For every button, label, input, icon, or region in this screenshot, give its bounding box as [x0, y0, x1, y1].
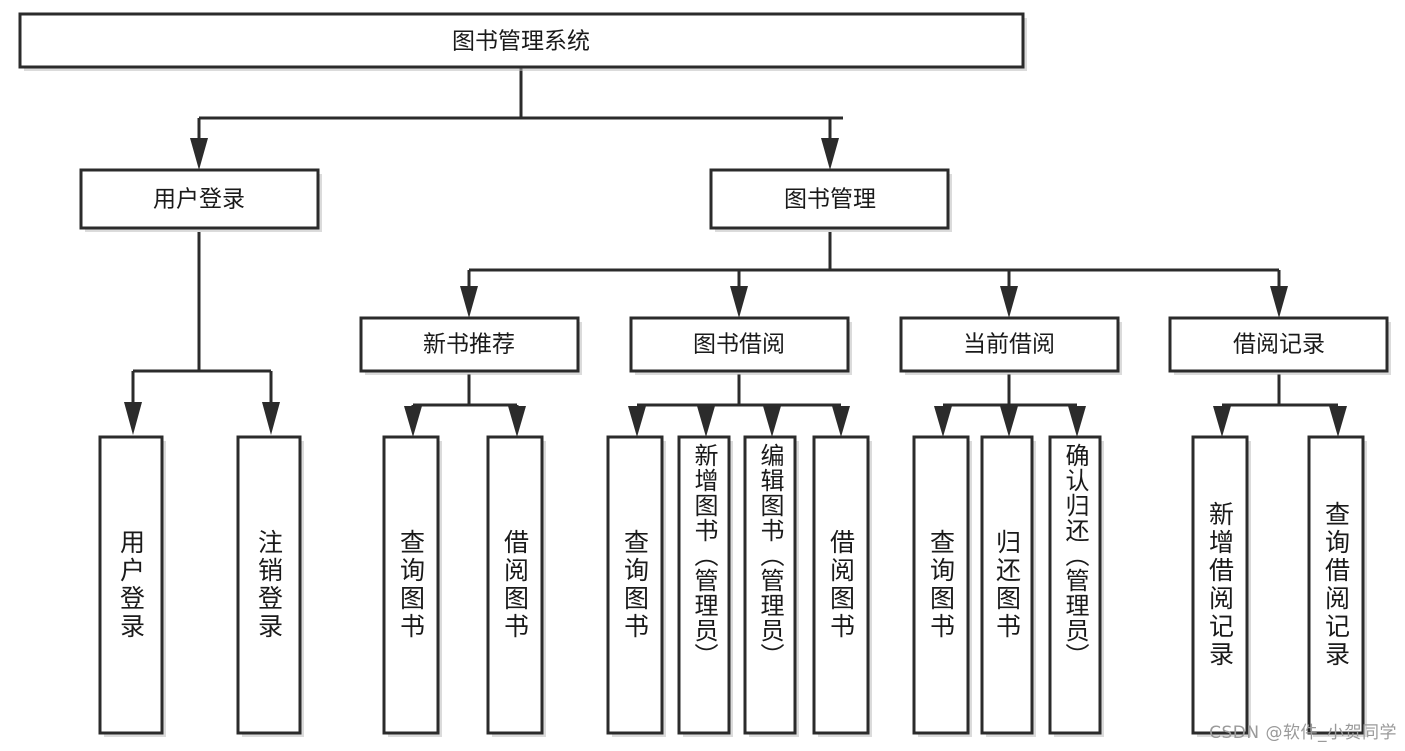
node-leaf-query-record-box[interactable] — [1307, 435, 1365, 735]
node-leaf-logout-box[interactable] — [236, 435, 302, 735]
node-book-borrow-label: 图书借阅 — [693, 332, 785, 358]
arrowhead-leaf-query-book-3 — [934, 406, 952, 437]
node-current-borrow-box[interactable] — [899, 316, 1120, 373]
arrowhead-leaf-query-record — [1329, 406, 1347, 437]
node-leaf-edit-book-box[interactable] — [743, 435, 797, 735]
node-book-manage-label: 图书管理 — [784, 187, 876, 213]
node-borrow-record-label: 借阅记录 — [1233, 332, 1325, 358]
arrowhead-leaf-confirm-return — [1068, 406, 1086, 437]
node-user-login-box[interactable] — [79, 168, 320, 230]
node-borrow-record-box[interactable] — [1168, 316, 1389, 373]
csdn-watermark: CSDN @软件_小贺同学 — [1209, 723, 1397, 743]
arrowhead-leaf-edit-book — [763, 406, 781, 437]
node-new-book-rec-label: 新书推荐 — [423, 332, 515, 358]
node-new-book-rec-box[interactable] — [359, 316, 580, 373]
node-leaf-add-record-box[interactable] — [1191, 435, 1249, 735]
node-leaf-borrow-book-2-box[interactable] — [812, 435, 870, 735]
arrowhead-book-manage — [821, 138, 839, 170]
arrowhead-leaf-add-record — [1213, 406, 1231, 437]
node-root-box[interactable] — [18, 12, 1025, 69]
node-root-label: 图书管理系统 — [452, 29, 590, 55]
node-leaf-user-login-box[interactable] — [98, 435, 164, 735]
node-leaf-return-book-box[interactable] — [980, 435, 1034, 735]
node-leaf-query-book-2-box[interactable] — [606, 435, 664, 735]
node-layer: 图书管理系统 用户登录 图书管理 新书推荐 图书借阅 当前借阅 借阅记录 — [18, 12, 1391, 737]
node-leaf-query-book-1-box[interactable] — [382, 435, 440, 735]
arrowhead-leaf-user-login — [124, 402, 142, 435]
arrowhead-user-login — [190, 138, 208, 170]
arrowhead-leaf-borrow-book-1 — [508, 406, 526, 437]
arrowhead-new-book-rec — [460, 286, 478, 318]
node-leaf-add-book-box[interactable] — [677, 435, 731, 735]
arrowhead-leaf-logout — [262, 402, 280, 435]
arrowhead-leaf-return-book — [1000, 406, 1018, 437]
arrowhead-current-borrow — [1000, 286, 1018, 318]
arrowhead-borrow-record — [1270, 286, 1288, 318]
arrowhead-leaf-query-book-1 — [404, 406, 422, 437]
arrowhead-book-borrow — [730, 286, 748, 318]
arrowhead-leaf-add-book — [697, 406, 715, 437]
connector-layer — [124, 67, 1347, 437]
node-leaf-query-book-3-box[interactable] — [912, 435, 970, 735]
node-book-manage-box[interactable] — [709, 168, 950, 230]
node-leaf-confirm-return-box[interactable] — [1048, 435, 1102, 735]
node-leaf-borrow-book-1-box[interactable] — [486, 435, 544, 735]
node-current-borrow-label: 当前借阅 — [963, 332, 1055, 358]
node-book-borrow-box[interactable] — [629, 316, 850, 373]
arrowhead-leaf-query-book-2 — [628, 406, 646, 437]
node-user-login-label: 用户登录 — [153, 187, 245, 213]
arrowhead-leaf-borrow-book-2 — [832, 406, 850, 437]
